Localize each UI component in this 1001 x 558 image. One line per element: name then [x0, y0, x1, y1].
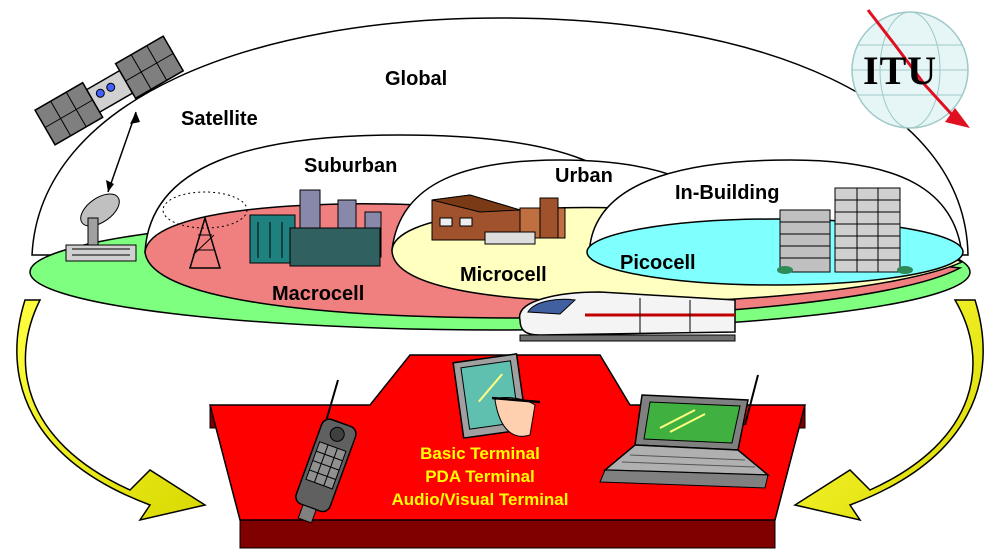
industrial-plant-icon	[249, 189, 382, 267]
pda-icon	[452, 353, 541, 439]
pda-terminal-label: PDA Terminal	[425, 467, 535, 486]
skyscrapers-icon	[777, 187, 913, 274]
urban-label: Urban	[555, 165, 613, 187]
global-label: Global	[385, 68, 448, 90]
radio-tower-icon	[162, 191, 248, 269]
satellite-dish-icon	[65, 193, 137, 262]
satellite-icon	[34, 35, 185, 146]
satellite-link	[106, 111, 140, 193]
microcell-label: Microcell	[460, 264, 547, 286]
picocell-label: Picocell	[620, 252, 696, 274]
basic-terminal-label: Basic Terminal	[420, 444, 540, 463]
satellite-label: Satellite	[181, 108, 258, 130]
suburban-label: Suburban	[304, 155, 398, 177]
audio-visual-terminal-label: Audio/Visual Terminal	[391, 490, 569, 509]
house-icon	[431, 194, 566, 245]
itu-logo	[851, 9, 970, 129]
in-building-label: In-Building	[675, 182, 780, 204]
laptop-icon	[599, 374, 771, 489]
right-curved-arrow	[793, 299, 984, 522]
macrocell-label: Macrocell	[272, 283, 365, 305]
train-icon	[519, 291, 736, 342]
itu-logo-text: ITU	[863, 48, 938, 93]
left-curved-arrow	[16, 299, 207, 522]
mobile-phone-icon	[295, 379, 357, 524]
